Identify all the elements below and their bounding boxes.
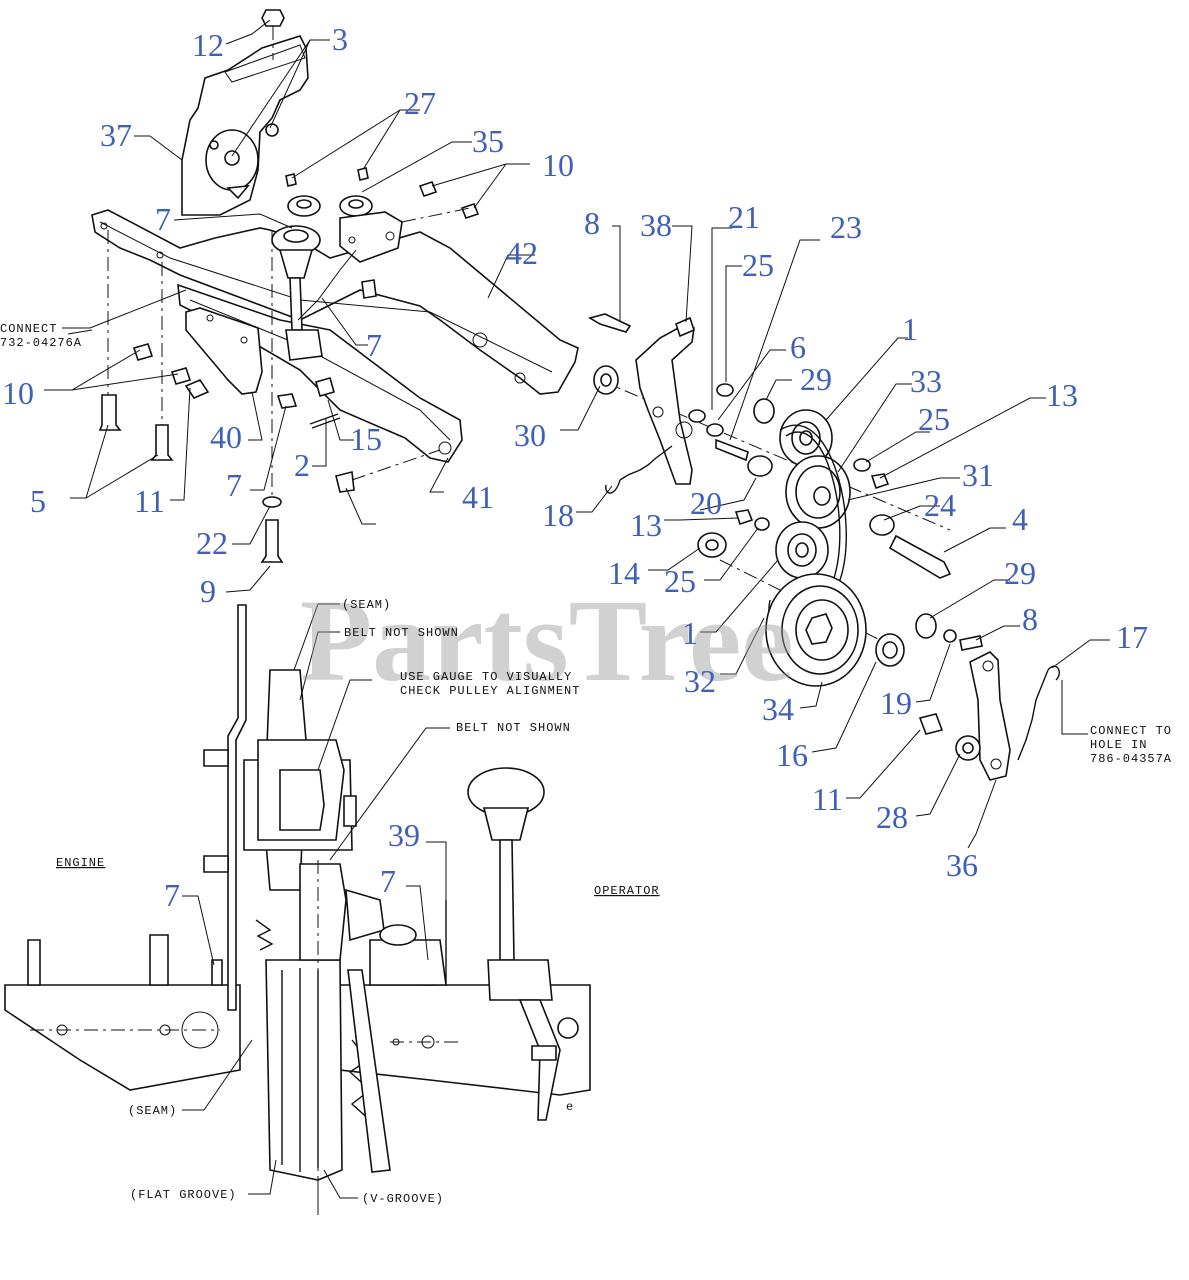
callout-16: 16 (776, 737, 808, 773)
callout-31: 31 (962, 457, 994, 493)
callout-9: 9 (200, 573, 216, 609)
callout-numbers: 12 3 37 27 35 10 7 8 38 21 23 25 42 7 10… (2, 21, 1148, 913)
callout-13: 13 (1046, 377, 1078, 413)
callout-10: 10 (542, 147, 574, 183)
seam-bottom-note: (SEAM) (128, 1104, 177, 1118)
callout-18: 18 (542, 497, 574, 533)
gauge-note-line-1: USE GAUGE TO VISUALLY (400, 670, 572, 684)
callout-8: 8 (584, 205, 600, 241)
callout-22: 22 (196, 525, 228, 561)
callout-39: 39 (388, 817, 420, 853)
callout-13: 13 (630, 507, 662, 543)
operator-label: OPERATOR (594, 884, 660, 898)
callout-23: 23 (830, 209, 862, 245)
callout-36: 36 (946, 847, 978, 883)
frame-assembly-drawing (91, 9, 579, 563)
callout-1: 1 (682, 615, 698, 651)
callout-7: 7 (226, 467, 242, 503)
connect-left-line-1: CONNECT (0, 322, 57, 336)
callout-25: 25 (742, 247, 774, 283)
callout-34: 34 (762, 691, 794, 727)
belt-not-shown-note-2: BELT NOT SHOWN (456, 721, 571, 735)
callout-25: 25 (918, 401, 950, 437)
callout-7: 7 (366, 327, 382, 363)
callout-29: 29 (1004, 555, 1036, 591)
pulley-assembly-drawing (587, 313, 1060, 781)
callout-42: 42 (506, 235, 538, 271)
seam-top-note: (SEAM) (342, 598, 391, 612)
callout-1: 1 (902, 311, 918, 347)
callout-32: 32 (684, 663, 716, 699)
callout-11: 11 (812, 781, 843, 817)
callout-7: 7 (164, 877, 180, 913)
callout-19: 19 (880, 685, 912, 721)
callout-28: 28 (876, 799, 908, 835)
callout-2: 2 (294, 447, 310, 483)
gauge-note-line-2: CHECK PULLEY ALIGNMENT (400, 684, 580, 698)
callout-17: 17 (1116, 619, 1148, 655)
callout-14: 14 (608, 555, 640, 591)
connect-right-line-2: HOLE IN (1090, 738, 1147, 752)
callout-11: 11 (134, 483, 165, 519)
flat-groove-note: (FLAT GROOVE) (130, 1188, 237, 1202)
callout-21: 21 (728, 199, 760, 235)
callout-35: 35 (472, 123, 504, 159)
callout-5: 5 (30, 483, 46, 519)
callout-33: 33 (910, 363, 942, 399)
callout-38: 38 (640, 207, 672, 243)
callout-25: 25 (664, 563, 696, 599)
callout-12: 12 (192, 27, 224, 63)
text-notes: CONNECT 732-04276A CONNECT TO HOLE IN 78… (0, 322, 1172, 1206)
leader-lines (44, 19, 1110, 1199)
callout-7: 7 (380, 863, 396, 899)
callout-10: 10 (2, 375, 34, 411)
connect-right-line-1: CONNECT TO (1090, 724, 1172, 738)
callout-4: 4 (1012, 501, 1028, 537)
small-mark: e (566, 1100, 574, 1114)
callout-6: 6 (790, 329, 806, 365)
connect-right-line-3: 786-04357A (1090, 752, 1172, 766)
callout-30: 30 (514, 417, 546, 453)
callout-40: 40 (210, 419, 242, 455)
callout-15: 15 (350, 421, 382, 457)
watermark-text: PartsTree (300, 575, 794, 706)
callout-7: 7 (155, 201, 171, 237)
callout-37: 37 (100, 117, 132, 153)
callout-41: 41 (462, 479, 494, 515)
callout-8: 8 (1022, 601, 1038, 637)
belt-not-shown-note-1: BELT NOT SHOWN (344, 626, 459, 640)
callout-20: 20 (690, 485, 722, 521)
engine-label: ENGINE (56, 856, 105, 870)
callout-29: 29 (800, 361, 832, 397)
callout-3: 3 (332, 21, 348, 57)
callout-27: 27 (404, 85, 436, 121)
callout-24: 24 (924, 487, 956, 523)
connect-left-line-2: 732-04276A (0, 336, 82, 350)
alignment-section-drawing (4, 604, 591, 1215)
v-groove-note: (V-GROOVE) (362, 1192, 444, 1206)
